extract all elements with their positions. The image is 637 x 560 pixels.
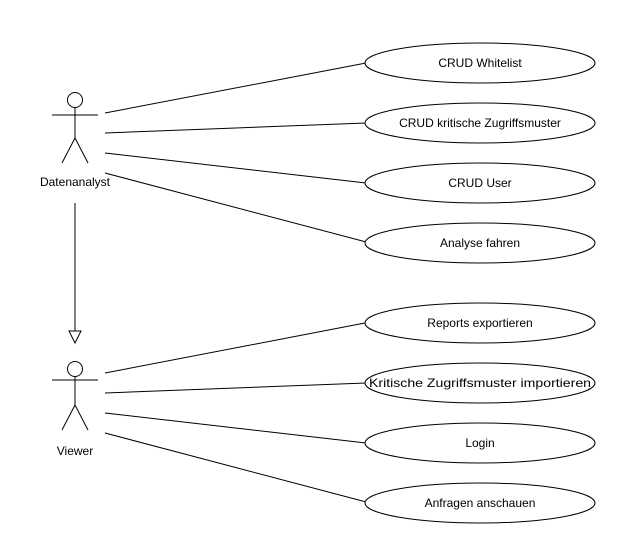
use-case-label: CRUD kritische Zugriffsmuster	[399, 116, 561, 130]
association-line	[104, 172, 371, 244]
use-case-label: CRUD User	[448, 176, 511, 190]
association-line	[104, 122, 367, 134]
actor-label-datenanalyst: Datenanalyst	[40, 175, 111, 189]
actor-datenanalyst: Datenanalyst	[40, 92, 111, 189]
association-line	[104, 432, 371, 504]
use-case-login: Login	[364, 422, 596, 464]
generalization-arrow	[68, 203, 82, 345]
association-line	[104, 321, 371, 374]
association-line	[104, 382, 367, 394]
use-case-reports-exportieren: Reports exportieren	[364, 302, 596, 344]
actor-viewer: Viewer	[52, 361, 98, 458]
use-case-label: Reports exportieren	[427, 316, 532, 330]
use-case-anfragen-anschauen: Anfragen anschauen	[364, 482, 596, 524]
association-line	[104, 62, 367, 114]
use-case-crud-user: CRUD User	[364, 162, 596, 204]
use-case-kritische-zugriffsmuster-importieren: Kritische Zugriffsmuster importieren	[364, 362, 596, 404]
use-case-label: Anfragen anschauen	[425, 496, 536, 510]
use-case-crud-kritische-zugriffsmuster: CRUD kritische Zugriffsmuster	[364, 102, 596, 144]
use-case-analyse-fahren: Analyse fahren	[364, 222, 596, 264]
use-case-label: Login	[465, 436, 494, 450]
use-case-crud-whitelist: CRUD Whitelist	[364, 42, 596, 84]
actor-label-viewer: Viewer	[57, 444, 93, 458]
association-line	[104, 412, 367, 444]
association-line	[104, 152, 367, 184]
use-case-label: Kritische Zugriffsmuster importieren	[369, 376, 591, 390]
use-case-label: CRUD Whitelist	[438, 56, 522, 70]
use-case-label: Analyse fahren	[440, 236, 520, 250]
